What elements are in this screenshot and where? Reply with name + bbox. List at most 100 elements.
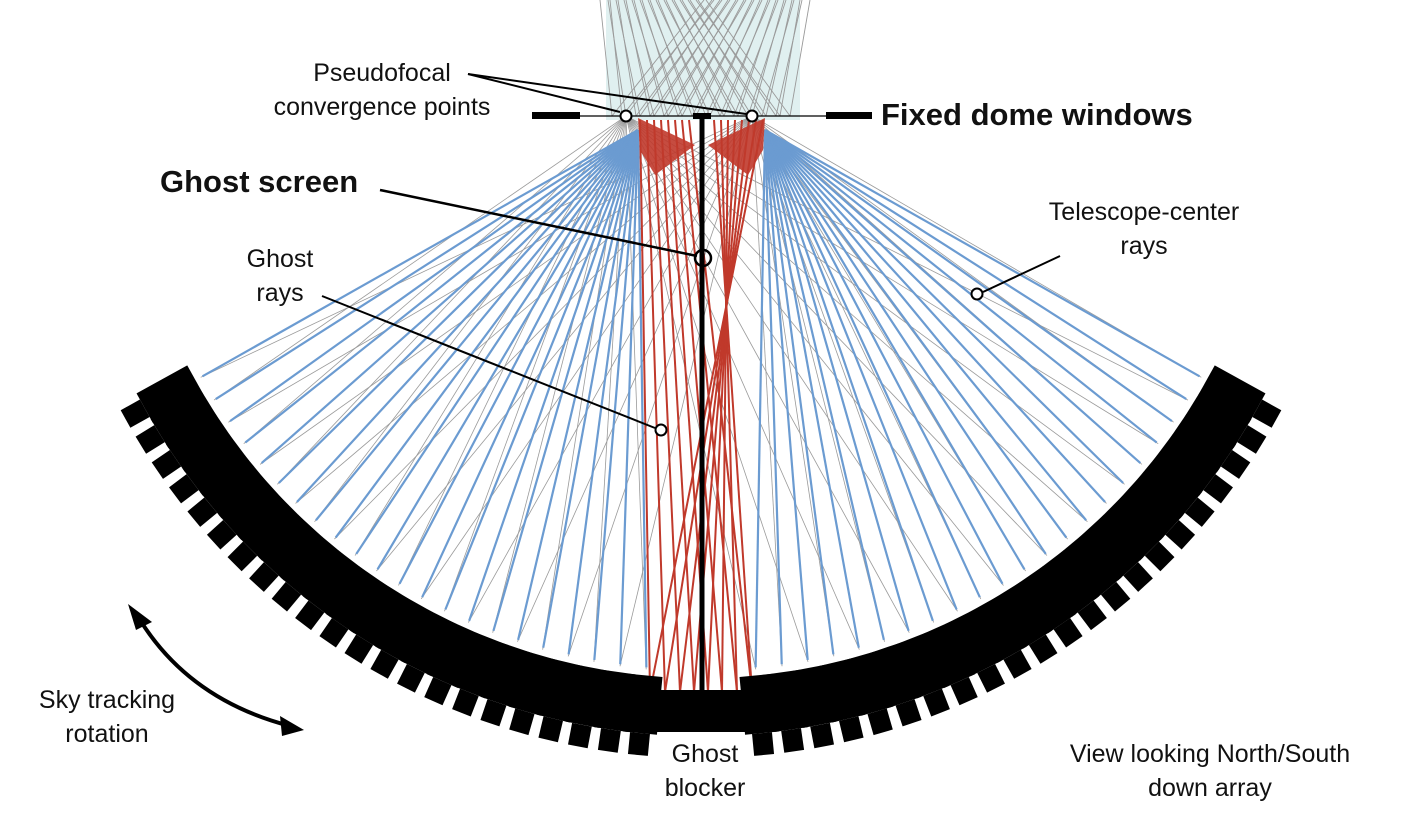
telescope-center-ray [764,129,1087,521]
telescope-base [1237,425,1267,454]
telescope-right [1117,475,1196,550]
telescope-base [120,399,150,428]
telescope-right [1058,532,1131,612]
telescope-right [1037,550,1107,631]
ghost-blocker-label-line1: Ghost [671,740,739,768]
telescope-base [839,716,864,743]
telescope-right [1135,455,1215,527]
telescope-base [169,474,199,504]
ghost-ray [649,119,764,693]
ghost-ray [639,119,651,693]
telescope-left [187,455,267,527]
gray-ray-top [687,0,767,117]
telescope-right [739,673,779,756]
telescope-center-ray [754,129,767,668]
gray-ray-top [617,0,637,117]
telescope-body [895,632,949,699]
telescope-left [295,550,365,631]
telescope-center-ray [444,129,640,610]
telescope-right [944,608,1005,693]
telescope-left [169,433,250,504]
ghost-ray [681,119,738,693]
gray-ray-top [733,0,779,117]
telescope-center-ray [260,129,639,464]
telescope-center-ray [542,129,640,648]
telescope-base [1220,449,1251,479]
gray-ray-top [737,0,777,117]
rotation-arrow-curve [138,618,291,728]
ghost-screen-label: Ghost screen [160,164,359,199]
telescope-left [120,365,204,428]
gray-ray-top [625,0,713,117]
telescope-right [968,595,1032,679]
ghost-rays-label-line1: Ghost [246,245,314,273]
telescope-body [258,514,324,581]
telescope-left [135,388,218,454]
ghost-ray [721,119,729,693]
gray-ray-top [625,0,651,117]
telescope-center-ray [764,129,1047,555]
label-leader-lines [128,73,1061,736]
gray-ray-top [599,0,613,117]
telescope-body [623,673,663,735]
ghost-blocker-label: Ghost blocker [640,737,770,805]
view-direction-label: View looking North/South down array [1040,737,1380,805]
ghost-ray [660,119,695,693]
telescope-center-ray [355,129,639,555]
gray-ray-top [657,0,707,117]
telescope-left [151,411,234,479]
telescope-center-ray [334,129,639,539]
pseudofocal-point-left [619,109,633,123]
gray-ray-top [615,0,641,117]
telescope-center-ray [215,129,639,400]
ghost-ray [674,119,723,693]
telescope-center-leader [982,255,1061,293]
telescope-body [920,621,976,688]
telescope-body [280,532,344,600]
telescope-base [627,732,650,756]
pseudofocal-label-line1: Pseudofocal [313,59,451,87]
pseudofocal-leader-right [467,73,747,115]
gray-ray [213,115,627,401]
telescope-body [1135,455,1203,519]
telescope-base [1053,618,1083,648]
telescope-base [480,699,507,727]
view-direction-label-line2: down array [1148,774,1272,802]
ghost-ray [679,119,750,693]
telescope-right [1098,495,1175,572]
gray-ray-top [679,0,753,117]
telescope-base [597,728,621,753]
gray-ray [467,115,753,623]
telescope-left [452,632,507,717]
telescope-center-rays-label-line2: rays [1120,232,1168,260]
gray-ray-bundle [200,0,1202,670]
telescope-base [249,562,279,592]
telescope-body [944,608,1002,677]
telescope-base [271,581,302,612]
telescope-center-ray [376,129,639,570]
telescope-center-ray [201,129,639,378]
gray-ray-top [649,0,693,117]
telescope-center-ray [296,129,639,503]
telescope-base [187,497,218,527]
gray-ray [295,115,753,504]
telescope-right [1078,514,1153,592]
telescope-base [295,600,325,631]
gray-ray [625,115,1159,445]
telescope-right [1168,411,1251,479]
gray-ray-top [761,0,795,117]
telescope-base [567,722,592,749]
telescope-center-ray [763,129,783,665]
telescope-body [182,433,250,496]
telescope-center-rays-label: Telescope-center rays [1024,195,1264,263]
ghost-ray [720,119,738,693]
gray-ray [314,115,627,522]
gray-ray-top [775,0,803,117]
telescope-right [895,632,950,717]
telescope-body [1014,566,1076,634]
ghost-screen-leader [379,188,698,258]
telescope-body [199,455,267,519]
gray-ray-top [641,0,679,117]
ghost-ray [646,119,666,693]
telescope-base [1144,541,1175,572]
